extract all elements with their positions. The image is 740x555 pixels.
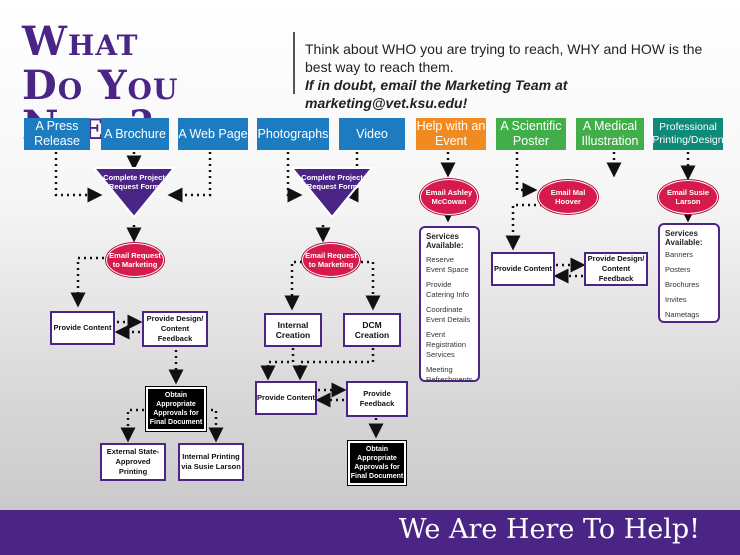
professional-service-item: Nametags [665, 310, 700, 319]
header-web-page[interactable]: A Web Page [178, 118, 248, 150]
header-event[interactable]: Help with an Event [416, 118, 486, 150]
intro-text: Think about WHO you are trying to reach,… [305, 41, 703, 75]
event-service-item: Coordinate Event Details [426, 305, 471, 324]
professional-service-item: Brochures [665, 280, 700, 289]
event-services-header: Services Available: [426, 232, 464, 250]
footer-bar [0, 510, 740, 555]
header-scientific-poster[interactable]: A Scientific Poster [496, 118, 566, 150]
external-printing-box: External State-Approved Printing [100, 443, 166, 481]
title-divider [293, 32, 295, 94]
professional-service-item: Posters [665, 265, 691, 274]
provide-feedback-box: Provide Feedback [346, 381, 408, 417]
dcm-creation-box: DCM Creation [343, 313, 401, 347]
provide-design-box-3: Provide Design/ Content Feedback [584, 252, 648, 286]
professional-services-header: Services Available: [665, 229, 703, 247]
internal-creation-box: Internal Creation [264, 313, 322, 347]
request-form-triangle [92, 167, 176, 219]
email-mal-oval[interactable]: Email Mal Hoover [538, 180, 598, 214]
professional-service-item: Invites [665, 295, 687, 304]
email-susie-oval[interactable]: Email Susie Larson [658, 180, 718, 214]
title-line-1: What [22, 18, 139, 65]
intro-emphasis: If in doubt, email the Marketing Team at… [305, 77, 568, 111]
header-video[interactable]: Video [339, 118, 405, 150]
internal-printing-box: Internal Printing via Susie Larson [178, 443, 244, 481]
header-press-release[interactable]: A Press Release [24, 118, 90, 150]
provide-content-box-3: Provide Content [491, 252, 555, 286]
email-ashley-oval[interactable]: Email Ashley McCowan [420, 179, 478, 215]
professional-services-box: Services Available: Banners Posters Broc… [658, 223, 720, 323]
email-marketing-oval[interactable]: Email Request to Marketing [106, 243, 164, 277]
provide-design-box: Provide Design/ Content Feedback [142, 311, 208, 347]
event-service-item: Reserve Event Space [426, 255, 469, 274]
email-marketing-oval-2[interactable]: Email Request to Marketing [302, 243, 360, 277]
header-brochure[interactable]: A Brochure [101, 118, 169, 150]
header-photographs[interactable]: Photographs [257, 118, 329, 150]
intro: Think about WHO you are trying to reach,… [305, 40, 725, 112]
provide-content-box: Provide Content [50, 311, 115, 345]
request-form-label-2: Complete Project Request Form [301, 173, 363, 191]
provide-content-box-2: Provide Content [255, 381, 317, 415]
professional-service-item: Banners [665, 250, 693, 259]
approvals-box: Obtain Appropriate Approvals for Final D… [145, 386, 207, 432]
event-service-item: Meeting Refreshments [426, 365, 473, 384]
approvals-box-2: Obtain Appropriate Approvals for Final D… [347, 440, 407, 486]
event-services-box: Services Available: Reserve Event Space … [419, 226, 480, 384]
header-medical-illustration[interactable]: A Medical Illustration [576, 118, 644, 150]
event-service-item: Event Registration Services [426, 330, 467, 359]
event-service-item: Provide Catering Info [426, 280, 469, 299]
request-form-triangle-2 [290, 167, 374, 219]
request-form-label: Complete Project Request Form [103, 173, 165, 191]
footer-text: We Are Here To Help! [398, 514, 700, 545]
header-professional-printing[interactable]: Professional Printing/Design [652, 118, 724, 150]
